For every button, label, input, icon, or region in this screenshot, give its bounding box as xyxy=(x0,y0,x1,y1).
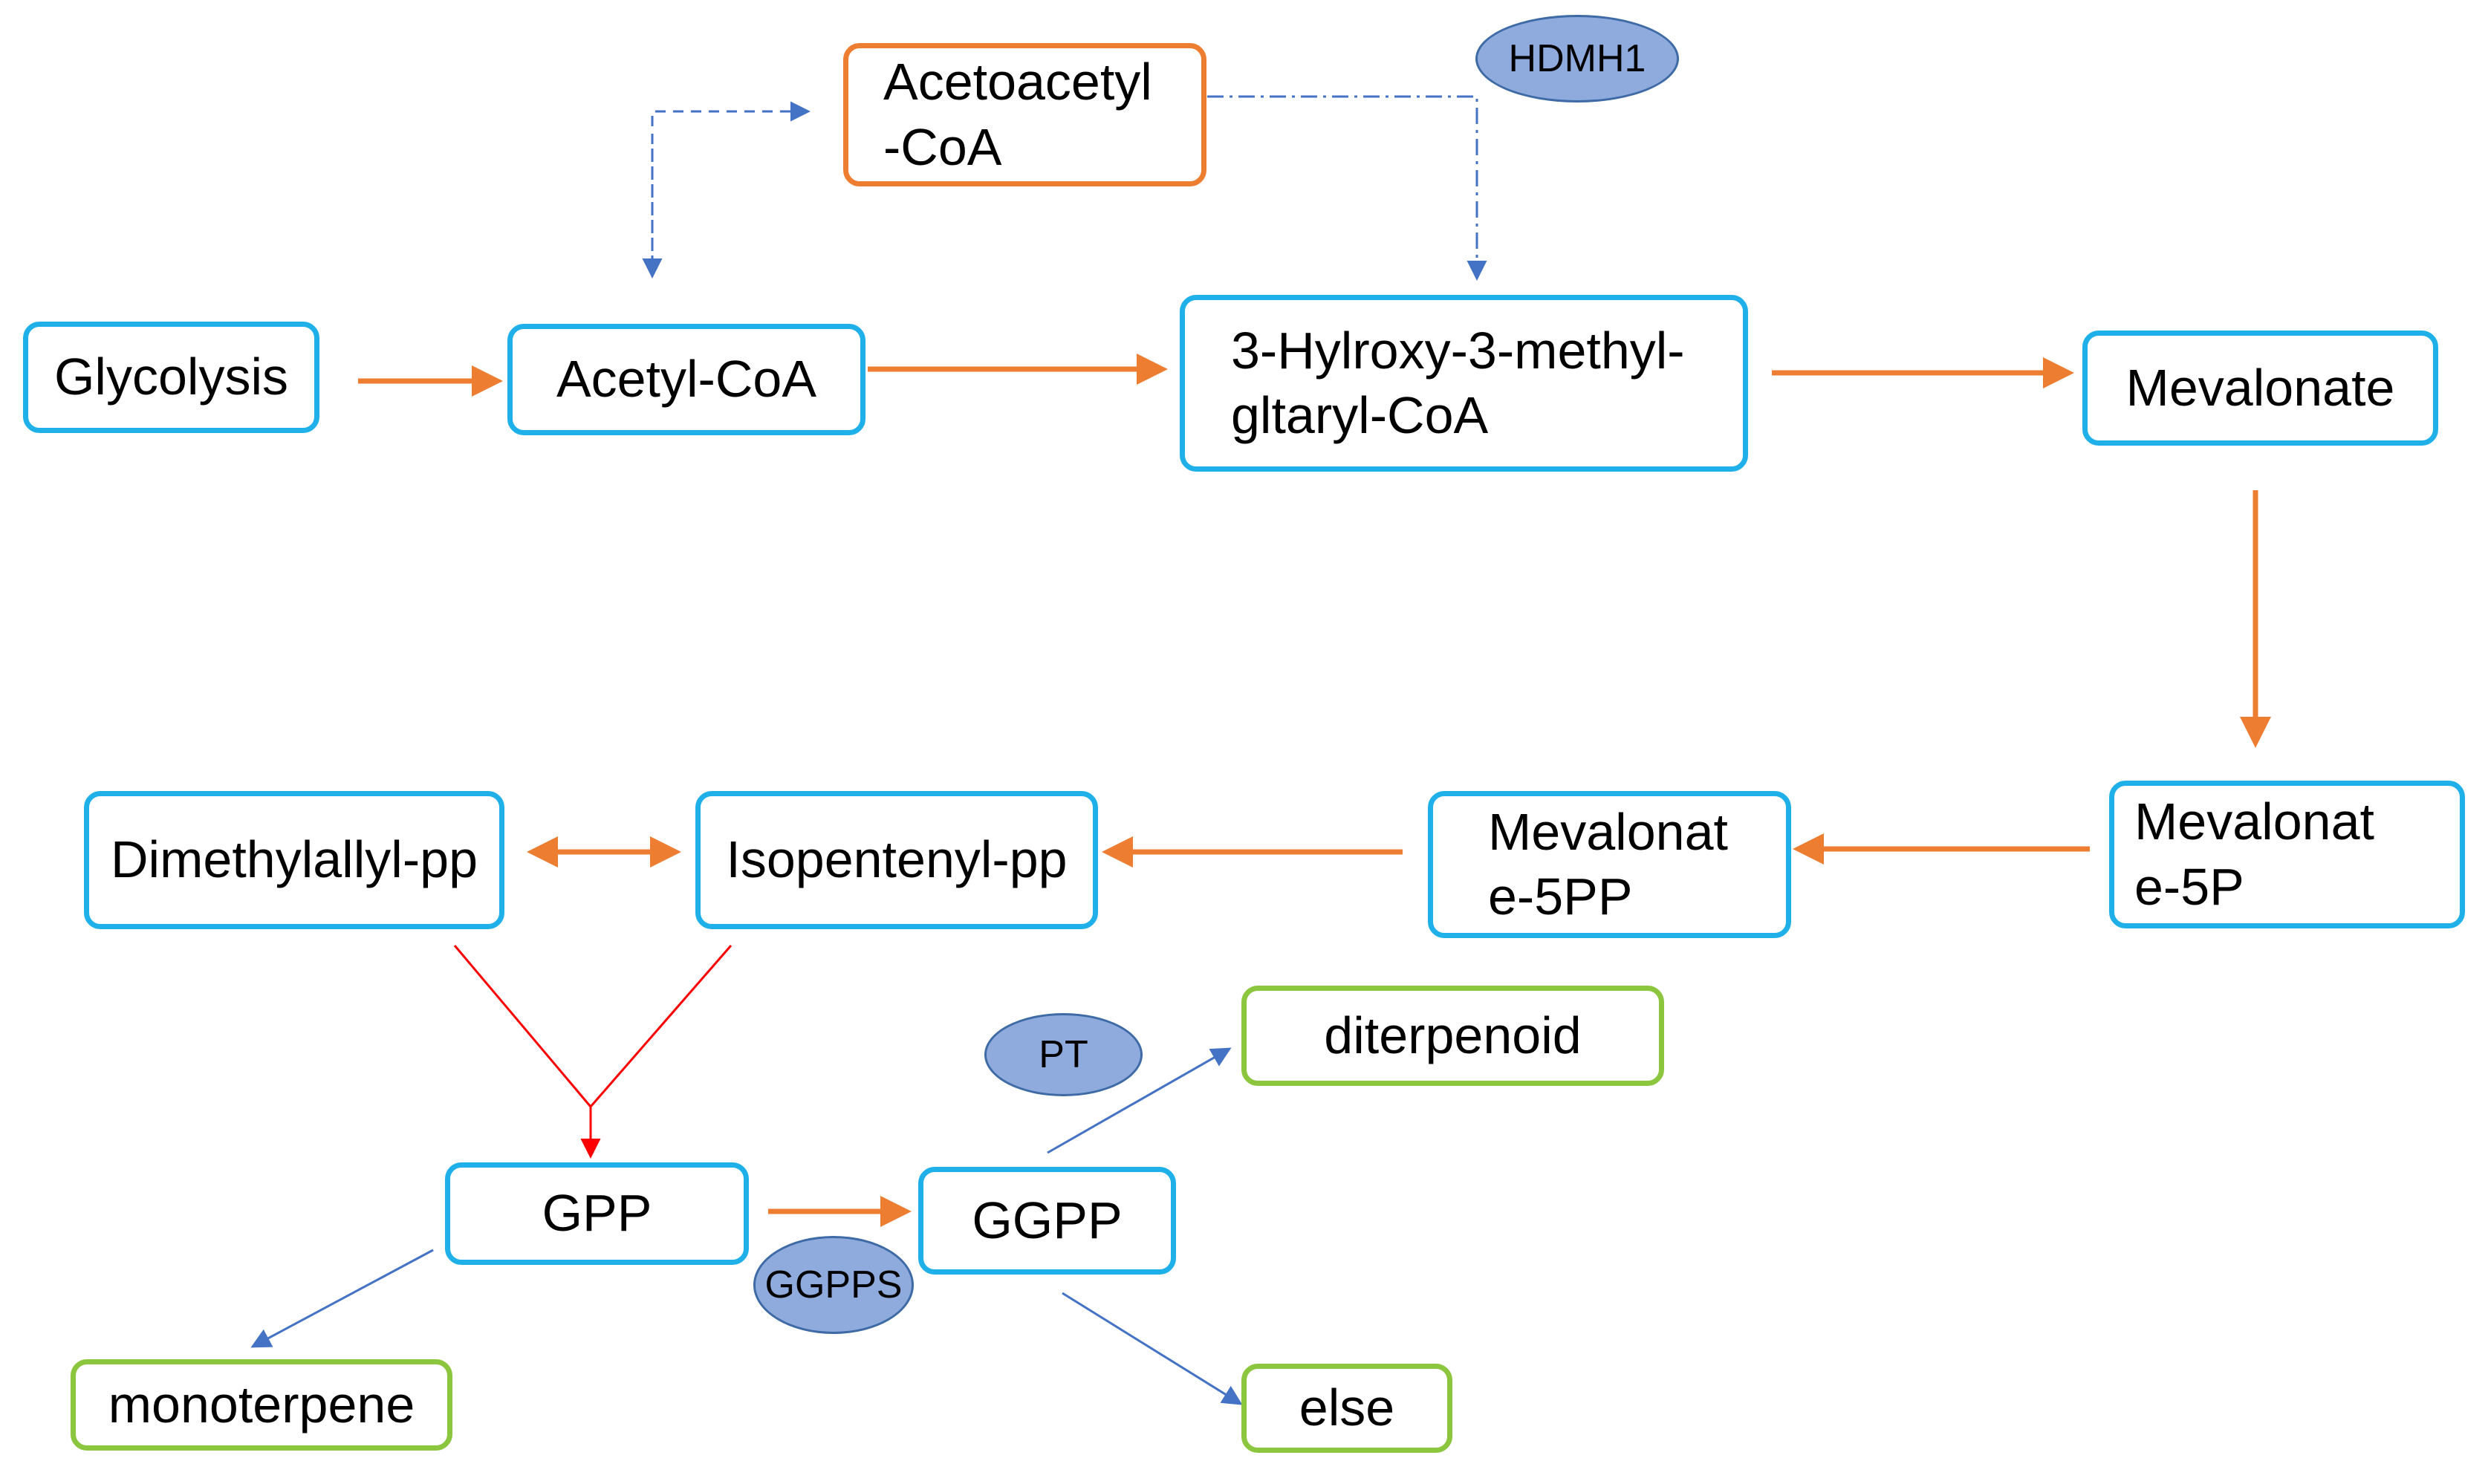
arrow-gpp-to-monoterpene xyxy=(250,1249,434,1348)
node-glycolysis-label: Glycolysis xyxy=(53,348,289,406)
node-mevalonate: Mevalonate xyxy=(2082,331,2438,446)
node-ggpp-label: GGPP xyxy=(972,1191,1123,1249)
enzyme-pt: PT xyxy=(984,1013,1143,1096)
node-mevalonate-label: Mevalonate xyxy=(2125,358,2395,417)
node-diterpenoid: diterpenoid xyxy=(1241,986,1664,1086)
node-ggpp: GGPP xyxy=(918,1167,1176,1275)
enzyme-hdmh1-label: HDMH1 xyxy=(1508,37,1646,80)
node-isopentenyl-pp: Isopentenyl-pp xyxy=(695,791,1098,929)
node-else: else xyxy=(1241,1364,1452,1453)
node-diterpenoid-label: diterpenoid xyxy=(1324,1006,1582,1064)
node-dimethylallyl-pp: Dimethylallyl-pp xyxy=(84,791,504,929)
node-gpp-label: GPP xyxy=(542,1184,652,1243)
node-mevalonate-5p-label: Mevalonat e-5P xyxy=(2134,793,2374,916)
red-line-from-isopentenyl-pp xyxy=(589,945,733,1107)
node-acetyl-coa: Acetyl-CoA xyxy=(507,324,865,435)
node-mevalonate-5p: Mevalonat e-5P xyxy=(2109,781,2465,928)
node-hmg-coa-label: 3-Hylroxy-3-methyl- gltaryl-CoA xyxy=(1231,321,1685,445)
node-dimethylallyl-pp-label: Dimethylallyl-pp xyxy=(110,830,478,889)
node-monoterpene-label: monoterpene xyxy=(108,1375,415,1433)
red-line-from-dimethylallyl-pp xyxy=(453,945,592,1107)
node-acetoacetyl-coa-label: Acetoacetyl -CoA xyxy=(883,53,1152,176)
arrow-ggpp-to-else xyxy=(1062,1292,1243,1405)
node-monoterpene: monoterpene xyxy=(71,1359,452,1451)
node-mevalonate-5pp-label: Mevalonat e-5PP xyxy=(1488,802,1728,926)
enzyme-ggpps: GGPPS xyxy=(753,1236,914,1334)
arrow-ggpp-to-diterpenoid xyxy=(1047,1047,1232,1154)
dashed-arrow-acetyl-coa-to-acetoacetyl-coa xyxy=(651,101,811,269)
dashdot-arrow-acetoacetyl-coa-to-hmg-coa xyxy=(1207,95,1487,281)
node-acetoacetyl-coa: Acetoacetyl -CoA xyxy=(843,43,1206,186)
node-else-label: else xyxy=(1299,1379,1395,1437)
node-acetyl-coa-label: Acetyl-CoA xyxy=(556,350,817,409)
enzyme-ggpps-label: GGPPS xyxy=(764,1263,903,1306)
enzyme-hdmh1: HDMH1 xyxy=(1475,15,1679,102)
node-gpp: GPP xyxy=(445,1162,749,1265)
node-mevalonate-5pp: Mevalonat e-5PP xyxy=(1428,791,1791,938)
node-isopentenyl-pp-label: Isopentenyl-pp xyxy=(726,830,1068,889)
node-hmg-coa: 3-Hylroxy-3-methyl- gltaryl-CoA xyxy=(1180,295,1748,472)
enzyme-pt-label: PT xyxy=(1039,1033,1088,1076)
node-glycolysis: Glycolysis xyxy=(23,322,319,433)
